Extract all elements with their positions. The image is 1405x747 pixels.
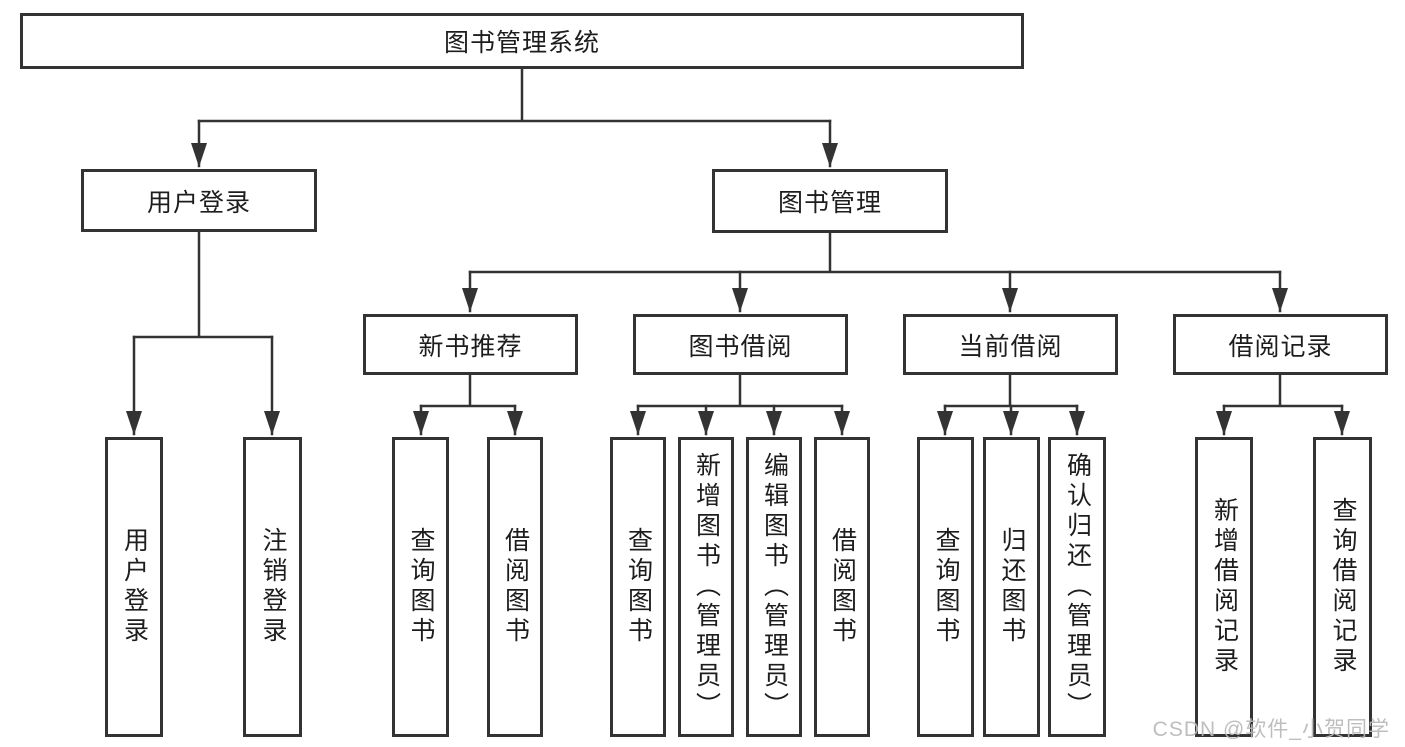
connector-new-book-split bbox=[419, 372, 517, 408]
node-borrow-records: 借阅记录 bbox=[1173, 314, 1388, 375]
node-user-login-label: 用户登录 bbox=[146, 188, 251, 217]
connector-arrows bbox=[125, 119, 1351, 436]
leaf-logout: 注销登录 bbox=[243, 437, 302, 737]
leaf-borrow-books-2-label: 借阅图书 bbox=[828, 527, 857, 647]
leaf-user-login-label: 用户登录 bbox=[120, 527, 149, 647]
leaf-logout-label: 注销登录 bbox=[259, 527, 287, 647]
leaf-add-book-admin: 新增图书（管理员） bbox=[678, 437, 734, 737]
leaf-borrow-books-recommend-label: 借阅图书 bbox=[501, 527, 530, 647]
leaf-edit-book-admin: 编辑图书（管理员） bbox=[746, 437, 802, 737]
node-borrow-records-label: 借阅记录 bbox=[1228, 332, 1333, 361]
leaf-query-books-current: 查询图书 bbox=[917, 437, 974, 737]
connector-book-borrow-split bbox=[636, 372, 844, 408]
leaf-query-borrow-record: 查询借阅记录 bbox=[1313, 437, 1372, 737]
connector-borrow-records-split bbox=[1222, 372, 1344, 408]
leaf-add-borrow-record: 新增借阅记录 bbox=[1195, 437, 1253, 737]
leaf-confirm-return-admin-label: 确认归还（管理员） bbox=[1063, 452, 1092, 722]
node-user-login: 用户登录 bbox=[81, 169, 317, 232]
leaf-query-books-borrow-label: 查询图书 bbox=[624, 527, 653, 647]
node-root-label: 图书管理系统 bbox=[443, 29, 600, 57]
connector-root-split bbox=[197, 66, 832, 123]
node-current-borrow: 当前借阅 bbox=[903, 314, 1118, 375]
node-book-management: 图书管理 bbox=[712, 169, 948, 233]
node-new-book-recommend-label: 新书推荐 bbox=[418, 332, 523, 361]
leaf-query-books-current-label: 查询图书 bbox=[932, 527, 960, 647]
leaf-query-books-recommend: 查询图书 bbox=[392, 437, 449, 737]
leaf-query-books-recommend-label: 查询图书 bbox=[407, 527, 435, 647]
leaf-return-book-label: 归还图书 bbox=[998, 527, 1026, 647]
leaf-confirm-return-admin: 确认归还（管理员） bbox=[1048, 437, 1106, 737]
leaf-query-borrow-record-label: 查询借阅记录 bbox=[1329, 497, 1357, 677]
node-root: 图书管理系统 bbox=[20, 13, 1024, 69]
node-book-borrow-label: 图书借阅 bbox=[688, 332, 793, 361]
node-book-management-label: 图书管理 bbox=[777, 189, 882, 217]
leaf-edit-book-admin-label: 编辑图书（管理员） bbox=[760, 452, 789, 722]
connector-book-management-split bbox=[468, 231, 1282, 274]
leaf-borrow-books-2: 借阅图书 bbox=[814, 437, 870, 737]
leaf-add-borrow-record-label: 新增借阅记录 bbox=[1210, 497, 1239, 677]
node-new-book-recommend: 新书推荐 bbox=[363, 314, 578, 375]
connector-user-login-split bbox=[132, 229, 274, 339]
leaf-user-login: 用户登录 bbox=[105, 437, 163, 737]
node-current-borrow-label: 当前借阅 bbox=[958, 332, 1063, 361]
leaf-query-books-borrow: 查询图书 bbox=[610, 437, 666, 737]
node-book-borrow: 图书借阅 bbox=[633, 314, 848, 375]
leaf-return-book: 归还图书 bbox=[983, 437, 1040, 737]
csdn-watermark: CSDN @软件_小贺同学 bbox=[1152, 718, 1390, 741]
leaf-add-book-admin-label: 新增图书（管理员） bbox=[692, 452, 721, 722]
connector-current-borrow-split bbox=[943, 372, 1079, 408]
leaf-borrow-books-recommend: 借阅图书 bbox=[487, 437, 543, 737]
